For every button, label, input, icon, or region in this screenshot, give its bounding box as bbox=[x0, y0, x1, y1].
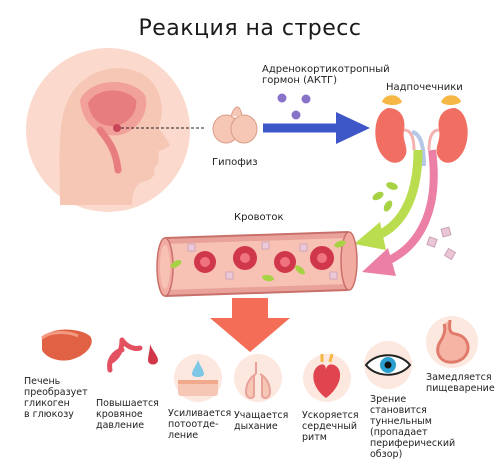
liver-icon bbox=[41, 329, 92, 361]
diagram-title: Реакция на стресс bbox=[138, 16, 362, 41]
blood-vessel-icon bbox=[107, 337, 158, 373]
blue-arrow-icon bbox=[263, 112, 370, 144]
effect-heart-label: Ускоряется сердечный ритм bbox=[302, 410, 359, 443]
stomach-icon bbox=[426, 316, 478, 368]
acth-label: Адренокортикотропный гормон (АКТГ) bbox=[262, 64, 390, 86]
sweat-skin-icon bbox=[174, 354, 222, 402]
effect-breath-label: Учащается дыхание bbox=[234, 410, 289, 432]
effect-sweat-label: Усиливается потоотде- ление bbox=[168, 408, 232, 441]
green-arrow-icon bbox=[354, 149, 423, 250]
acth-molecules-icon bbox=[277, 93, 311, 120]
adrenal-label: Надпочечники bbox=[386, 82, 463, 93]
big-down-arrow-icon bbox=[210, 298, 290, 352]
bloodstream-label: Кровоток bbox=[234, 212, 284, 223]
kidneys-icon bbox=[375, 95, 468, 167]
blood-vessel-illustration bbox=[156, 231, 358, 297]
head-illustration bbox=[26, 48, 205, 212]
effect-vision-label: Зрение становится туннельным (пропадает … bbox=[370, 394, 456, 460]
pink-arrow-icon bbox=[362, 149, 438, 276]
lungs-icon bbox=[234, 354, 282, 402]
effect-pressure-label: Повышается кровяное давление bbox=[96, 398, 159, 431]
eye-icon bbox=[364, 341, 412, 389]
effect-liver-label: Печень преобразует гликоген в глюкозу bbox=[24, 376, 88, 420]
pituitary-label: Гипофиз bbox=[212, 157, 258, 168]
effect-digestion-label: Замедляется пищеварение bbox=[426, 372, 495, 394]
heart-icon bbox=[303, 353, 351, 402]
pituitary-icon bbox=[212, 106, 258, 144]
hormone-particles-icon bbox=[372, 182, 457, 261]
